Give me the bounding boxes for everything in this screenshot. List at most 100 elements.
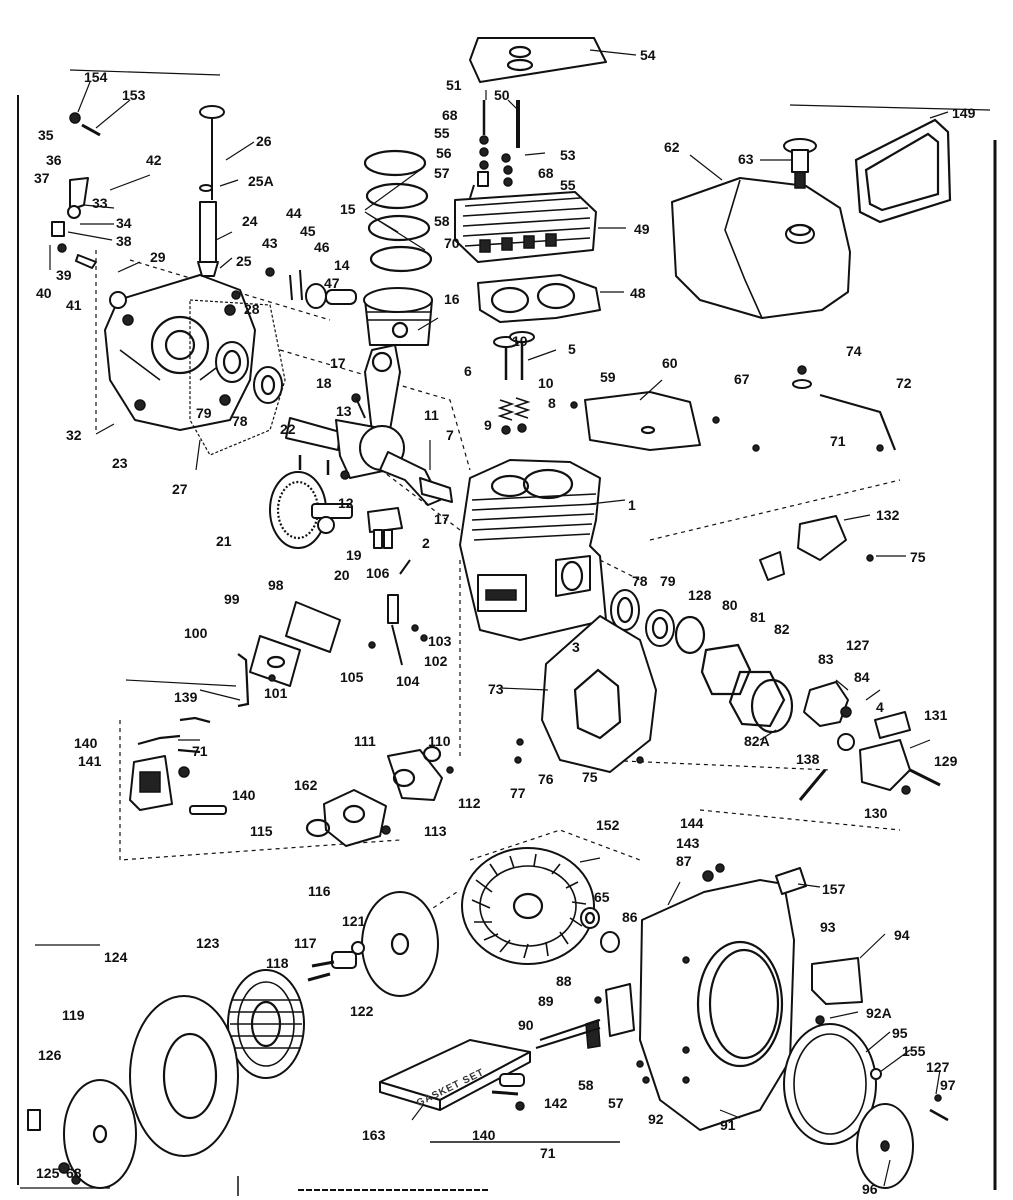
callout-36: 36	[46, 152, 62, 168]
callout-50: 50	[494, 87, 510, 103]
callout-96: 96	[862, 1181, 878, 1197]
callout-152: 152	[596, 817, 620, 833]
intake-manifold-parts	[305, 745, 454, 847]
callout-16: 16	[444, 291, 460, 307]
callout-82: 82	[774, 621, 790, 637]
callout-141: 141	[78, 753, 102, 769]
callout-78a: 78	[232, 413, 248, 429]
control-bracket	[775, 867, 863, 1025]
fuel-shutoff-parts	[491, 1018, 650, 1111]
head-studs-and-nuts	[469, 100, 520, 199]
callout-105: 105	[340, 669, 364, 685]
callout-140c: 140	[472, 1127, 496, 1143]
callout-57b: 57	[608, 1095, 624, 1111]
callout-60: 60	[662, 355, 678, 371]
callout-35: 35	[38, 127, 54, 143]
callout-67: 67	[734, 371, 750, 387]
callout-162: 162	[294, 777, 318, 793]
callout-140a: 140	[74, 735, 98, 751]
blower-back-plate	[514, 615, 657, 773]
callout-73: 73	[488, 681, 504, 697]
callout-42: 42	[146, 152, 162, 168]
callout-27: 27	[172, 481, 188, 497]
callout-74: 74	[846, 343, 862, 359]
callout-128: 128	[688, 587, 712, 603]
callout-25: 25	[236, 253, 252, 269]
callout-51: 51	[446, 77, 462, 93]
callout-8: 8	[548, 395, 556, 411]
head-gasket	[477, 274, 601, 323]
callout-149: 149	[952, 105, 976, 121]
callout-99: 99	[224, 591, 240, 607]
callout-115: 115	[250, 823, 273, 839]
callout-139: 139	[174, 689, 198, 705]
callout-121: 121	[342, 913, 366, 929]
callout-59: 59	[600, 369, 616, 385]
callout-84: 84	[854, 669, 870, 685]
flywheel	[461, 847, 595, 965]
gasket-set-box: GASKET SET	[379, 1039, 531, 1111]
governor-linkage-parts	[49, 112, 127, 309]
governor-shaft-parts	[368, 559, 428, 666]
callout-labels: 154 153 35 36 37 42 33 34 38 39 40 41 29…	[34, 47, 976, 1197]
callout-53: 53	[560, 147, 576, 163]
callout-45: 45	[300, 223, 316, 239]
callout-112: 112	[458, 795, 481, 811]
callout-2: 2	[422, 535, 430, 551]
callout-68c: 68	[66, 1165, 82, 1181]
cylinder-block	[459, 459, 607, 641]
callout-144: 144	[680, 815, 704, 831]
callout-76: 76	[538, 771, 554, 787]
cylinder-head	[454, 191, 597, 263]
callout-46: 46	[314, 239, 330, 255]
callout-89: 89	[538, 993, 554, 1009]
camshaft-gear	[269, 471, 353, 549]
air-filter-element	[227, 969, 305, 1079]
callout-25A: 25A	[248, 173, 274, 189]
callout-123: 123	[196, 935, 220, 951]
callout-75a: 75	[910, 549, 926, 565]
callout-44: 44	[286, 205, 302, 221]
callout-55b: 55	[560, 177, 576, 193]
callout-117: 117	[294, 935, 317, 951]
callout-56: 56	[436, 145, 452, 161]
callout-41: 41	[66, 297, 82, 313]
callout-19: 19	[346, 547, 362, 563]
callout-21: 21	[216, 533, 232, 549]
callout-68a: 68	[442, 107, 458, 123]
callout-154: 154	[84, 69, 108, 85]
cover-gasket	[189, 299, 286, 456]
valve-lifters	[373, 529, 393, 549]
callout-29: 29	[150, 249, 166, 265]
callout-124: 124	[104, 949, 128, 965]
callout-40: 40	[36, 285, 52, 301]
tank-strap	[854, 118, 952, 224]
callout-157: 157	[822, 881, 846, 897]
air-cleaner-cover	[27, 1079, 137, 1189]
callout-88: 88	[556, 973, 572, 989]
head-cover-plate	[469, 37, 607, 83]
callout-17a: 17	[330, 355, 346, 371]
callout-130: 130	[864, 805, 888, 821]
callout-98: 98	[268, 577, 284, 593]
callout-97: 97	[940, 1077, 956, 1093]
callout-82A: 82A	[744, 733, 770, 749]
callout-119: 119	[62, 1007, 85, 1023]
callout-33: 33	[92, 195, 108, 211]
callout-48: 48	[630, 285, 646, 301]
fuel-line-parts	[792, 365, 897, 452]
callout-81: 81	[750, 609, 766, 625]
callout-116: 116	[308, 883, 331, 899]
callout-79b: 79	[660, 573, 676, 589]
callout-78b: 78	[632, 573, 648, 589]
callout-86: 86	[622, 909, 638, 925]
callout-142: 142	[544, 1095, 568, 1111]
callout-87: 87	[676, 853, 692, 869]
callout-125: 125	[36, 1165, 60, 1181]
callout-15: 15	[340, 201, 356, 217]
flywheel-nut-washer	[580, 907, 620, 953]
callout-80: 80	[722, 597, 738, 613]
callout-92: 92	[648, 1111, 664, 1127]
callout-132: 132	[876, 507, 900, 523]
